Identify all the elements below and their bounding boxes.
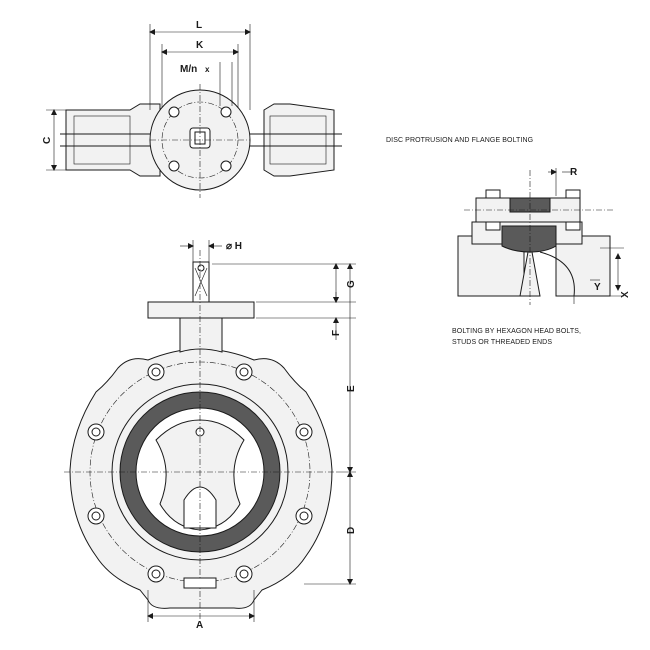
dimension-label-C: C bbox=[42, 137, 53, 144]
dimension-label-H: ⌀ H bbox=[226, 241, 242, 252]
dimension-label-G: G bbox=[346, 280, 357, 288]
dimension-label-Y: Y bbox=[594, 282, 601, 293]
dimension-label-Mn-x: x bbox=[205, 65, 210, 74]
dimension-label-L: L bbox=[196, 20, 202, 31]
dimension-label-K: K bbox=[196, 40, 204, 51]
dimension-label-F: F bbox=[331, 330, 342, 336]
dimension-label-X: X bbox=[620, 291, 631, 298]
caption-bolting-line-2: STUDS OR THREADED ENDS bbox=[452, 339, 552, 346]
dimension-label-A: A bbox=[196, 620, 203, 631]
dimension-label-Mn: M/n bbox=[180, 64, 197, 75]
caption-disc-protrusion: DISC PROTRUSION AND FLANGE BOLTING bbox=[386, 137, 533, 144]
front-view bbox=[64, 240, 356, 622]
bolt-holes bbox=[87, 363, 313, 583]
dimension-label-R: R bbox=[570, 167, 578, 178]
dimension-label-E: E bbox=[346, 385, 357, 392]
section-detail bbox=[457, 168, 624, 305]
top-view bbox=[46, 24, 342, 198]
dimension-label-D: D bbox=[346, 527, 357, 534]
caption-bolting-line-1: BOLTING BY HEXAGON HEAD BOLTS, bbox=[452, 328, 581, 335]
